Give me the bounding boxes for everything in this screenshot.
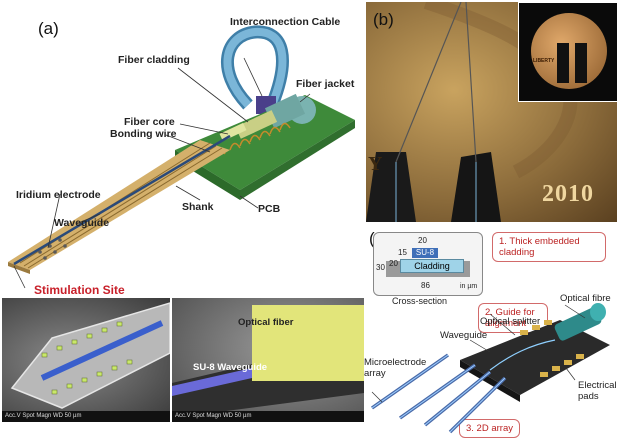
sem-right-fiber <box>172 305 364 418</box>
fiber-core-body <box>219 122 247 142</box>
cross-section-su8: SU-8 <box>412 248 438 258</box>
label-optical-fiber: Optical fiber <box>238 317 294 328</box>
label-shank: Shank <box>182 201 214 213</box>
label-iridium-electrode: Iridium electrode <box>16 189 101 201</box>
sem-right-footer: Acc.V Spot Magn WD 50 µm <box>172 411 364 422</box>
array-chip <box>460 320 610 395</box>
label-optical-fibre: Optical fibre <box>560 293 611 304</box>
note-2d-array: 3. 2D array <box>459 419 520 438</box>
sem-image-right: Optical fiber SU-8 Waveguide Acc.V Spot … <box>172 298 364 422</box>
dim-bottom: 86 <box>421 281 430 290</box>
dim-top: 20 <box>418 236 427 245</box>
panel-b-photo: Y 2010 LIBERTY <box>366 2 617 222</box>
dim-left-mid: 20 <box>389 259 398 268</box>
coin-year: 2010 <box>542 181 594 207</box>
label-pcb: PCB <box>258 203 281 215</box>
note-thick-cladding: 1. Thick embedded cladding <box>492 232 606 262</box>
label-waveguide: Waveguide <box>54 217 110 229</box>
label-stimulation-site: Stimulation Site <box>34 283 125 297</box>
coin-letter: Y <box>368 153 383 175</box>
label-su8-waveguide: SU-8 Waveguide <box>193 362 268 373</box>
label-electrical-pads: Electrical pads <box>578 380 617 402</box>
cross-section-cladding: Cladding <box>400 259 464 273</box>
fiber-cladding-body <box>235 110 278 139</box>
cross-section-box: Cladding SU-8 <box>373 232 483 296</box>
label-waveguide-c: Waveguide <box>440 330 488 341</box>
label-fiber-cladding: Fiber cladding <box>118 54 190 66</box>
sem-left-probe <box>10 302 170 409</box>
label-bonding-wire: Bonding wire <box>110 128 177 140</box>
label-microelectrode-array: Microelectrode array <box>364 357 427 379</box>
label-interconnection-cable: Interconnection Cable <box>230 16 341 28</box>
dim-left-outer: 30 <box>376 263 385 272</box>
panel-a-letter: (a) <box>38 19 59 38</box>
sem-image-left: Acc.V Spot Magn WD 50 µm <box>2 298 170 422</box>
label-fiber-jacket: Fiber jacket <box>296 78 355 90</box>
optical-splitter-path <box>489 339 556 371</box>
inset-liberty: LIBERTY <box>533 58 555 64</box>
panel-b-letter: (b) <box>373 10 394 29</box>
dim-left-inner: 15 <box>398 248 407 257</box>
panel-b-inset: LIBERTY <box>518 2 617 102</box>
label-fiber-core: Fiber core <box>124 116 175 128</box>
iridium-electrodes <box>38 238 67 260</box>
cross-section-caption: Cross-section <box>392 296 448 306</box>
label-optical-splitter: Optical splitter <box>480 316 541 327</box>
sem-left-footer: Acc.V Spot Magn WD 50 µm <box>2 411 170 422</box>
dim-units: in µm <box>460 283 478 290</box>
waveguide-line <box>13 134 231 266</box>
electrical-pad-row <box>520 320 584 377</box>
optical-fibre-body <box>554 307 602 341</box>
